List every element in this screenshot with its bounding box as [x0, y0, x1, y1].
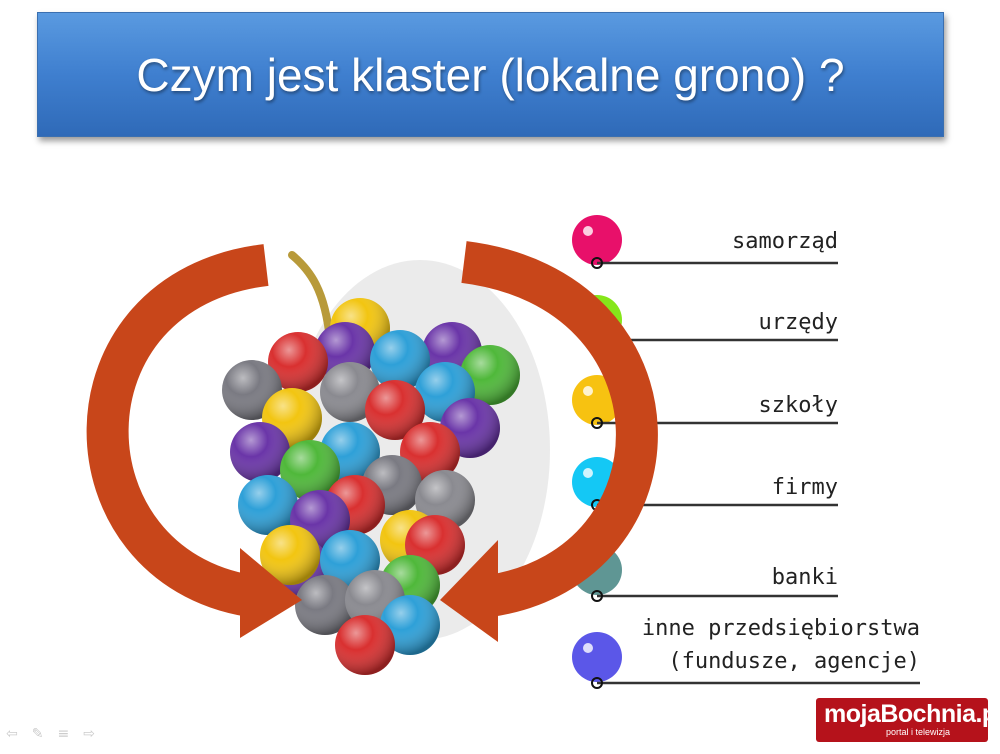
legend-ball	[572, 632, 622, 682]
legend-node	[591, 257, 603, 269]
right-curved-arrow	[461, 241, 658, 617]
legend-label-szkoly: szkoły	[758, 393, 838, 418]
grape-shading	[460, 345, 520, 405]
grape-shading	[380, 595, 440, 655]
prev-slide-icon[interactable]: ⇦	[6, 726, 18, 742]
grape-shading	[295, 575, 355, 635]
grape-stem	[288, 251, 334, 344]
legend-node	[591, 590, 603, 602]
grape-shading	[365, 380, 425, 440]
legend-label-banki: banki	[771, 565, 838, 590]
legend-label-inne: inne przedsiębiorstwa	[641, 616, 920, 641]
grape-shading	[260, 525, 320, 585]
grape-shading	[370, 330, 430, 390]
mojabochnia-logo: mojaBochnia.pl portal i telewizja	[816, 698, 1000, 742]
slide-nav: ⇦ ✎ ≡ ⇨	[6, 726, 95, 742]
grape-shading	[320, 362, 380, 422]
logo-sub: portal i telewizja	[886, 727, 951, 737]
grape-shading	[268, 332, 328, 392]
grape-shading	[238, 475, 298, 535]
left-curved-arrow	[86, 244, 269, 617]
logo-main: mojaBochnia.pl	[824, 700, 1000, 728]
legend-ball-highlight	[583, 226, 593, 236]
grape-shading	[335, 615, 395, 675]
title-bar: Czym jest klaster (lokalne grono) ?	[37, 12, 944, 137]
grape-shading	[230, 422, 290, 482]
grape-shading	[280, 440, 340, 500]
next-slide-icon[interactable]: ⇨	[83, 726, 95, 742]
legend-ball-highlight	[583, 386, 593, 396]
legend-node	[591, 417, 603, 429]
legend-label-urzedy: urzędy	[758, 310, 838, 335]
menu-icon[interactable]: ≡	[57, 726, 70, 742]
left-arrowhead	[240, 548, 302, 638]
legend-label-samorzad: samorząd	[732, 229, 838, 254]
grape-shading	[415, 470, 475, 530]
legend-ball-highlight	[583, 643, 593, 653]
slide-title: Czym jest klaster (lokalne grono) ?	[136, 48, 845, 101]
legend-label-inne-sub: (fundusze, agencje)	[668, 649, 920, 674]
legend-label-firmy: firmy	[771, 475, 838, 500]
pen-icon[interactable]: ✎	[31, 726, 44, 742]
right-arrowhead	[440, 540, 498, 642]
legend-node	[591, 677, 603, 689]
legend-ball-highlight	[583, 468, 593, 478]
